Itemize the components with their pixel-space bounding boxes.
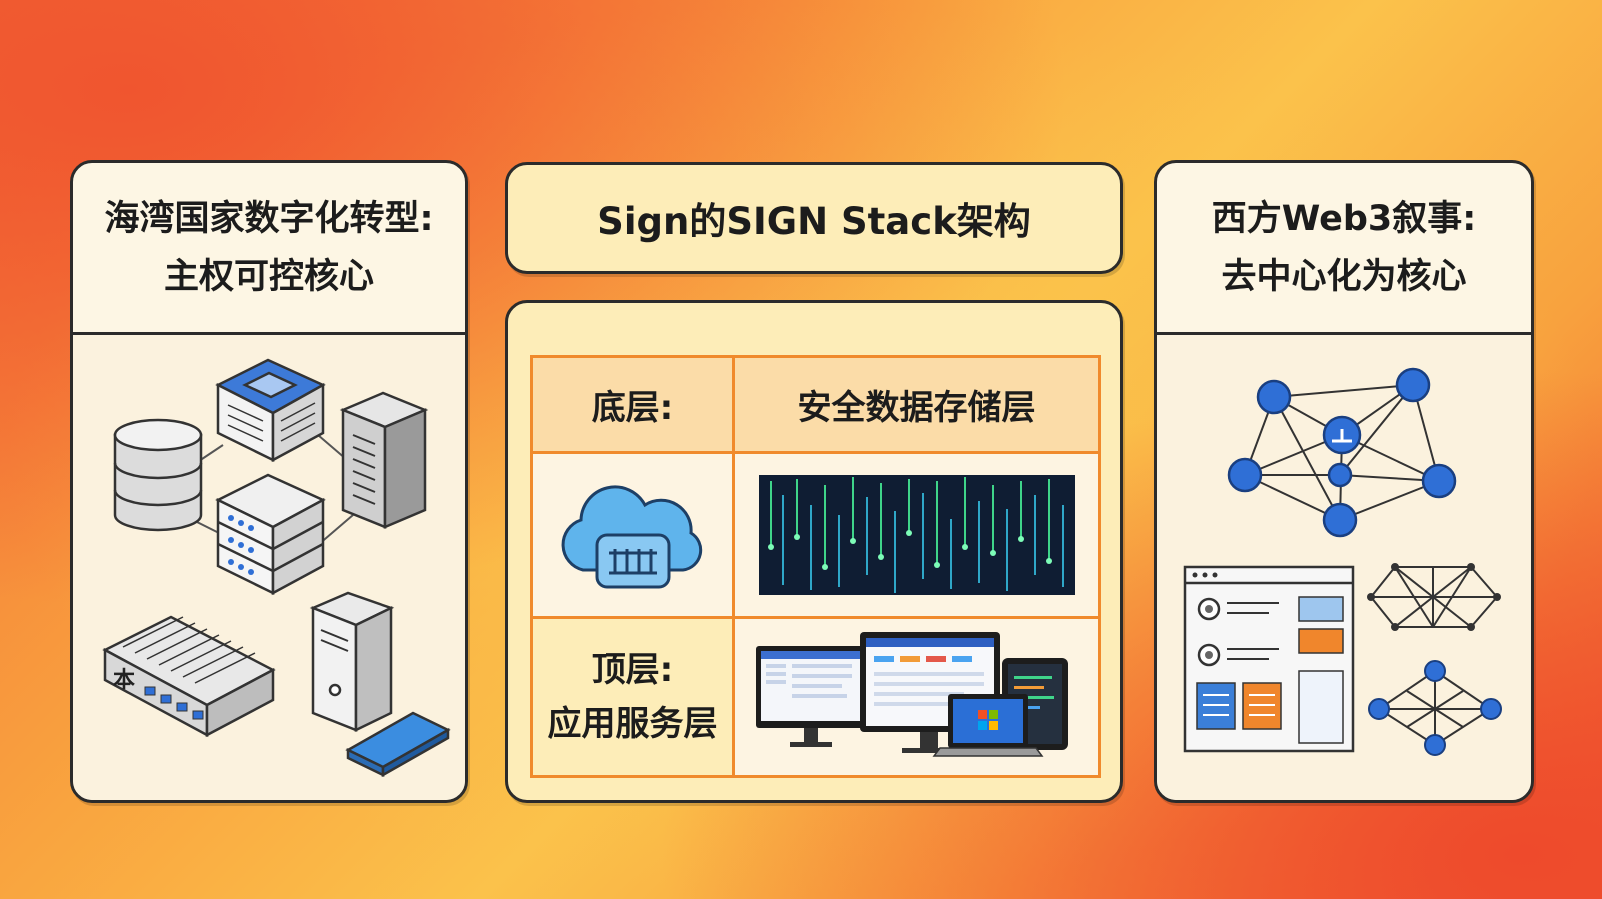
right-title-line1: 西方Web3叙事:	[1211, 198, 1477, 239]
left-title-line2: 主权可控核心	[163, 256, 374, 297]
right-title: 西方Web3叙事: 去中心化为核心	[1157, 163, 1531, 335]
dashboard-icon	[1183, 565, 1355, 753]
keyboard-icon: 本	[102, 615, 276, 738]
server-rack-icon	[215, 473, 326, 596]
center-title: Sign的SIGN Stack架构	[597, 200, 1031, 243]
data-matrix-cell	[735, 454, 1098, 619]
left-title: 海湾国家数字化转型: 主权可控核心	[73, 163, 465, 335]
devices-cell	[735, 619, 1098, 775]
top-layer-label-line2: 应用服务层	[547, 704, 718, 744]
server-tower-icon	[339, 391, 429, 529]
keyboard-glyph: 本	[113, 668, 135, 693]
top-layer-label-line1: 顶层:	[591, 650, 674, 690]
tablet-icon	[345, 711, 451, 778]
left-illustration: 本	[73, 335, 465, 800]
stack-grid: 底层: 安全数据存储层	[530, 355, 1101, 778]
data-matrix-icon	[758, 475, 1075, 595]
devices-icon	[755, 632, 1068, 757]
cloud-storage-cell	[533, 454, 735, 619]
right-illustration	[1157, 335, 1531, 800]
right-panel: 西方Web3叙事: 去中心化为核心	[1154, 160, 1534, 803]
network-graph-icon	[1227, 367, 1457, 538]
left-panel: 海湾国家数字化转型: 主权可控核心	[70, 160, 468, 803]
right-title-line2: 去中心化为核心	[1221, 256, 1467, 297]
cloud-storage-icon	[561, 485, 702, 589]
left-title-line1: 海湾国家数字化转型:	[104, 198, 434, 239]
server-icon	[215, 358, 326, 463]
diamond-network-icon	[1368, 660, 1502, 756]
bottom-layer-name: 安全数据存储层	[735, 358, 1098, 454]
center-title-panel: Sign的SIGN Stack架构	[505, 162, 1123, 274]
pc-tower-icon	[309, 591, 395, 732]
top-layer-label: 顶层: 应用服务层	[533, 619, 735, 775]
stack-panel: 底层: 安全数据存储层	[505, 300, 1123, 803]
bottom-layer-label: 底层:	[533, 358, 735, 454]
mesh-icon	[1367, 563, 1501, 631]
database-icon	[113, 418, 203, 532]
